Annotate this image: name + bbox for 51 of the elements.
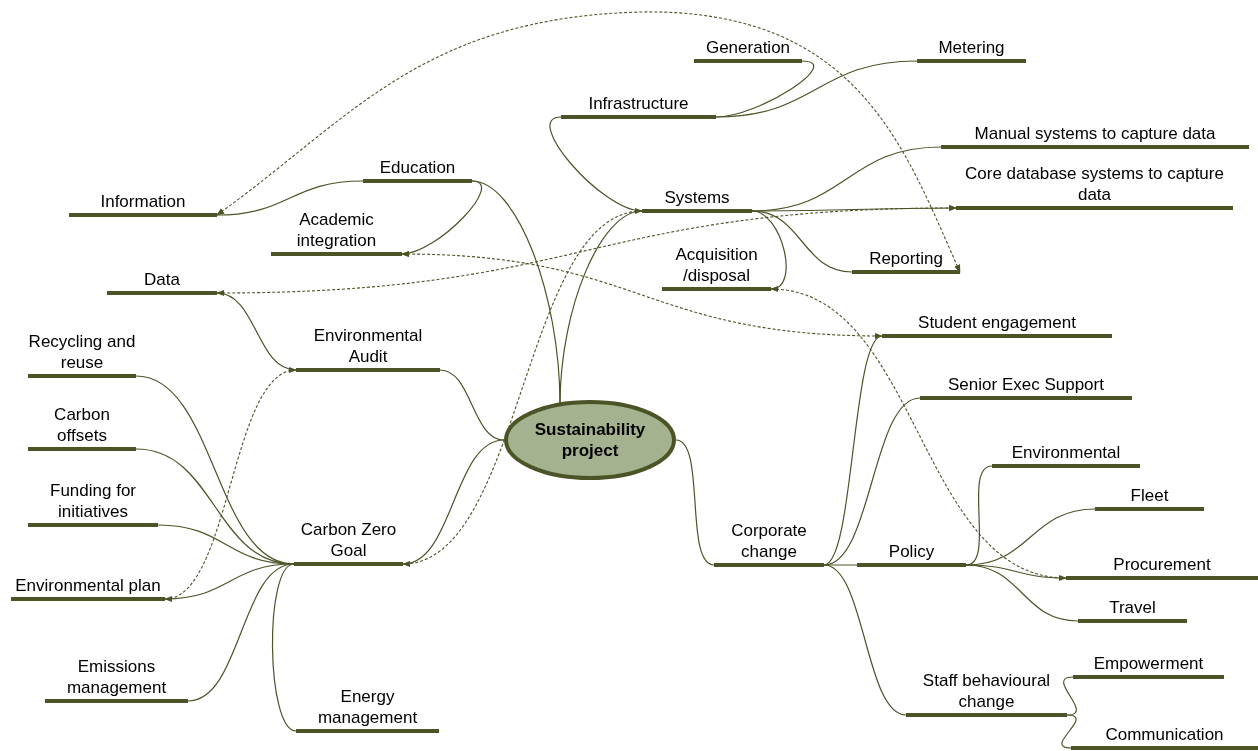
dashed-connector xyxy=(770,287,1067,580)
connector xyxy=(271,563,297,732)
topic-label: Manual systems to capture data xyxy=(973,123,1217,145)
topic-label: Corporate change xyxy=(730,520,808,563)
connector xyxy=(216,180,364,216)
topic-label: Procurement xyxy=(1112,554,1212,576)
topic-label: Environmental Audit xyxy=(312,325,424,368)
topic-label: Reporting xyxy=(868,248,944,270)
topic-label: Empowerment xyxy=(1092,653,1205,675)
dashed-connector xyxy=(216,11,961,273)
connector xyxy=(1063,676,1077,716)
connector xyxy=(965,564,1079,622)
connector xyxy=(823,564,858,566)
topic-label: Carbon Zero Goal xyxy=(299,519,398,562)
topic-label: Staff behavioural change xyxy=(921,670,1052,713)
topic-label: Data xyxy=(143,269,181,291)
connector xyxy=(715,60,918,118)
dashed-connector xyxy=(402,209,643,566)
topic-label: Fleet xyxy=(1129,485,1170,507)
connector xyxy=(439,369,505,441)
topic-label: Carbon offsets xyxy=(53,404,111,447)
topic-label: Acquisition /disposal xyxy=(674,244,759,287)
topic-label: Generation xyxy=(704,37,792,59)
dashed-connector xyxy=(164,369,297,600)
topic-label: Systems xyxy=(663,187,731,209)
topic-label: Education xyxy=(378,157,457,179)
dashed-connector xyxy=(401,251,883,339)
topic-label: Metering xyxy=(937,37,1006,59)
topic-label: Travel xyxy=(1108,597,1157,619)
topic-label: Recycling and reuse xyxy=(28,331,136,374)
topic-label: Sustainability project xyxy=(534,419,646,461)
topic-label: Funding for initiatives xyxy=(49,480,137,523)
topic-label: Information xyxy=(99,191,187,213)
topic-label: Communication xyxy=(1104,724,1225,746)
connector xyxy=(1061,714,1077,749)
central-topic-ellipse xyxy=(504,400,676,480)
connector xyxy=(823,564,907,716)
topic-label: Academic integration xyxy=(295,209,378,252)
topic-label: Policy xyxy=(887,541,936,563)
connector xyxy=(675,439,715,566)
topic-label: Infrastructure xyxy=(587,93,690,115)
topic-label: Student engagement xyxy=(917,312,1077,334)
connector xyxy=(751,210,853,273)
topic-label: Environmental plan xyxy=(14,575,162,597)
topic-label: Emissions management xyxy=(65,656,168,699)
topic-label: Core database systems to capture data xyxy=(964,163,1225,206)
topic-label: Energy management xyxy=(316,686,419,729)
topic-label: Senior Exec Support xyxy=(947,374,1105,396)
dashed-connector xyxy=(216,204,957,297)
connector xyxy=(187,563,295,702)
topic-label: Environmental xyxy=(1010,442,1122,464)
